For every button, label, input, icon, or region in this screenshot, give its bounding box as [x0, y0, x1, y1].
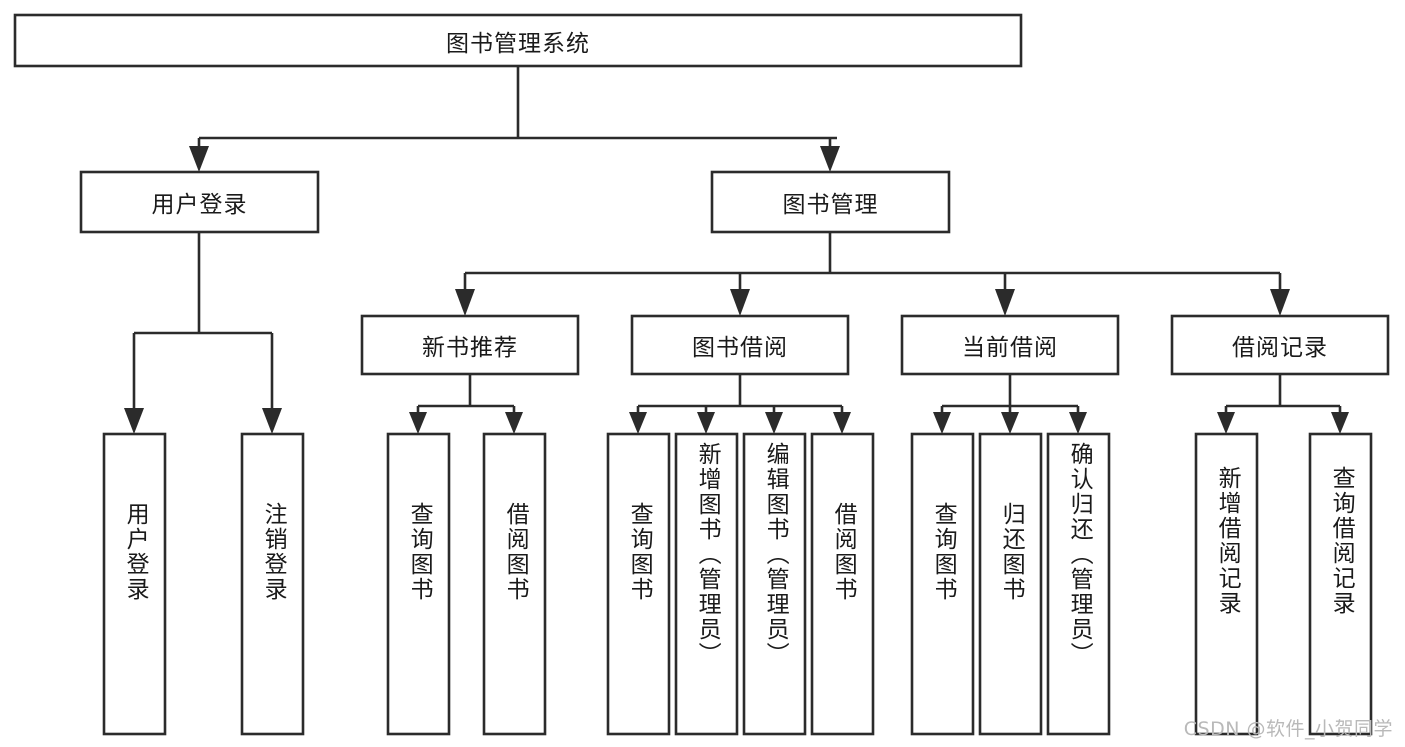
arrowhead-leaf-12	[1217, 412, 1235, 434]
arrowhead-leaf-9	[933, 412, 951, 434]
arrowhead-leaf-5	[629, 412, 647, 434]
node-leaf-box-11[interactable]	[1046, 432, 1111, 736]
arrowhead-to-record	[1270, 289, 1290, 316]
arrowhead-leaf-13	[1331, 412, 1349, 434]
arrowhead-to-book-mgmt	[820, 146, 840, 172]
node-current-box[interactable]	[900, 314, 1120, 376]
node-borrow-box[interactable]	[630, 314, 850, 376]
arrowhead-to-new-book	[455, 289, 475, 316]
arrowhead-to-borrow	[730, 289, 750, 316]
node-leaf-box-7[interactable]	[742, 432, 807, 736]
node-leaf-box-8[interactable]	[810, 432, 875, 736]
node-leaf-box-10[interactable]	[978, 432, 1043, 736]
arrowhead-leaf-10	[1001, 412, 1019, 434]
node-leaf-box-12[interactable]	[1194, 432, 1259, 736]
node-leaf-box-9[interactable]	[910, 432, 975, 736]
nodes-layer	[13, 13, 1390, 736]
node-book-mgmt-box[interactable]	[710, 170, 951, 234]
arrowhead-leaf-11	[1069, 412, 1087, 434]
arrowhead-leaf-3	[409, 412, 427, 434]
node-leaf-box-13[interactable]	[1308, 432, 1373, 736]
node-user-login-box[interactable]	[79, 170, 320, 234]
arrowhead-to-user-login	[189, 146, 209, 172]
node-leaf-box-6[interactable]	[674, 432, 739, 736]
arrowheads-layer	[124, 146, 1349, 434]
arrowhead-leaf-6	[697, 412, 715, 434]
arrowhead-leaf-4	[505, 412, 523, 434]
node-record-box[interactable]	[1170, 314, 1390, 376]
node-leaf-box-5[interactable]	[606, 432, 671, 736]
node-new-book-box[interactable]	[360, 314, 580, 376]
node-leaf-box-1[interactable]	[102, 432, 167, 736]
arrowhead-leaf-7	[765, 412, 783, 434]
arrowhead-leaf-8	[833, 412, 851, 434]
node-leaf-box-2[interactable]	[240, 432, 305, 736]
node-leaf-box-4[interactable]	[482, 432, 547, 736]
arrowhead-to-current	[995, 289, 1015, 316]
arrowhead-leaf-2	[262, 408, 282, 434]
node-leaf-box-3[interactable]	[386, 432, 451, 736]
node-root-box[interactable]	[13, 13, 1023, 68]
arrowhead-leaf-1	[124, 408, 144, 434]
